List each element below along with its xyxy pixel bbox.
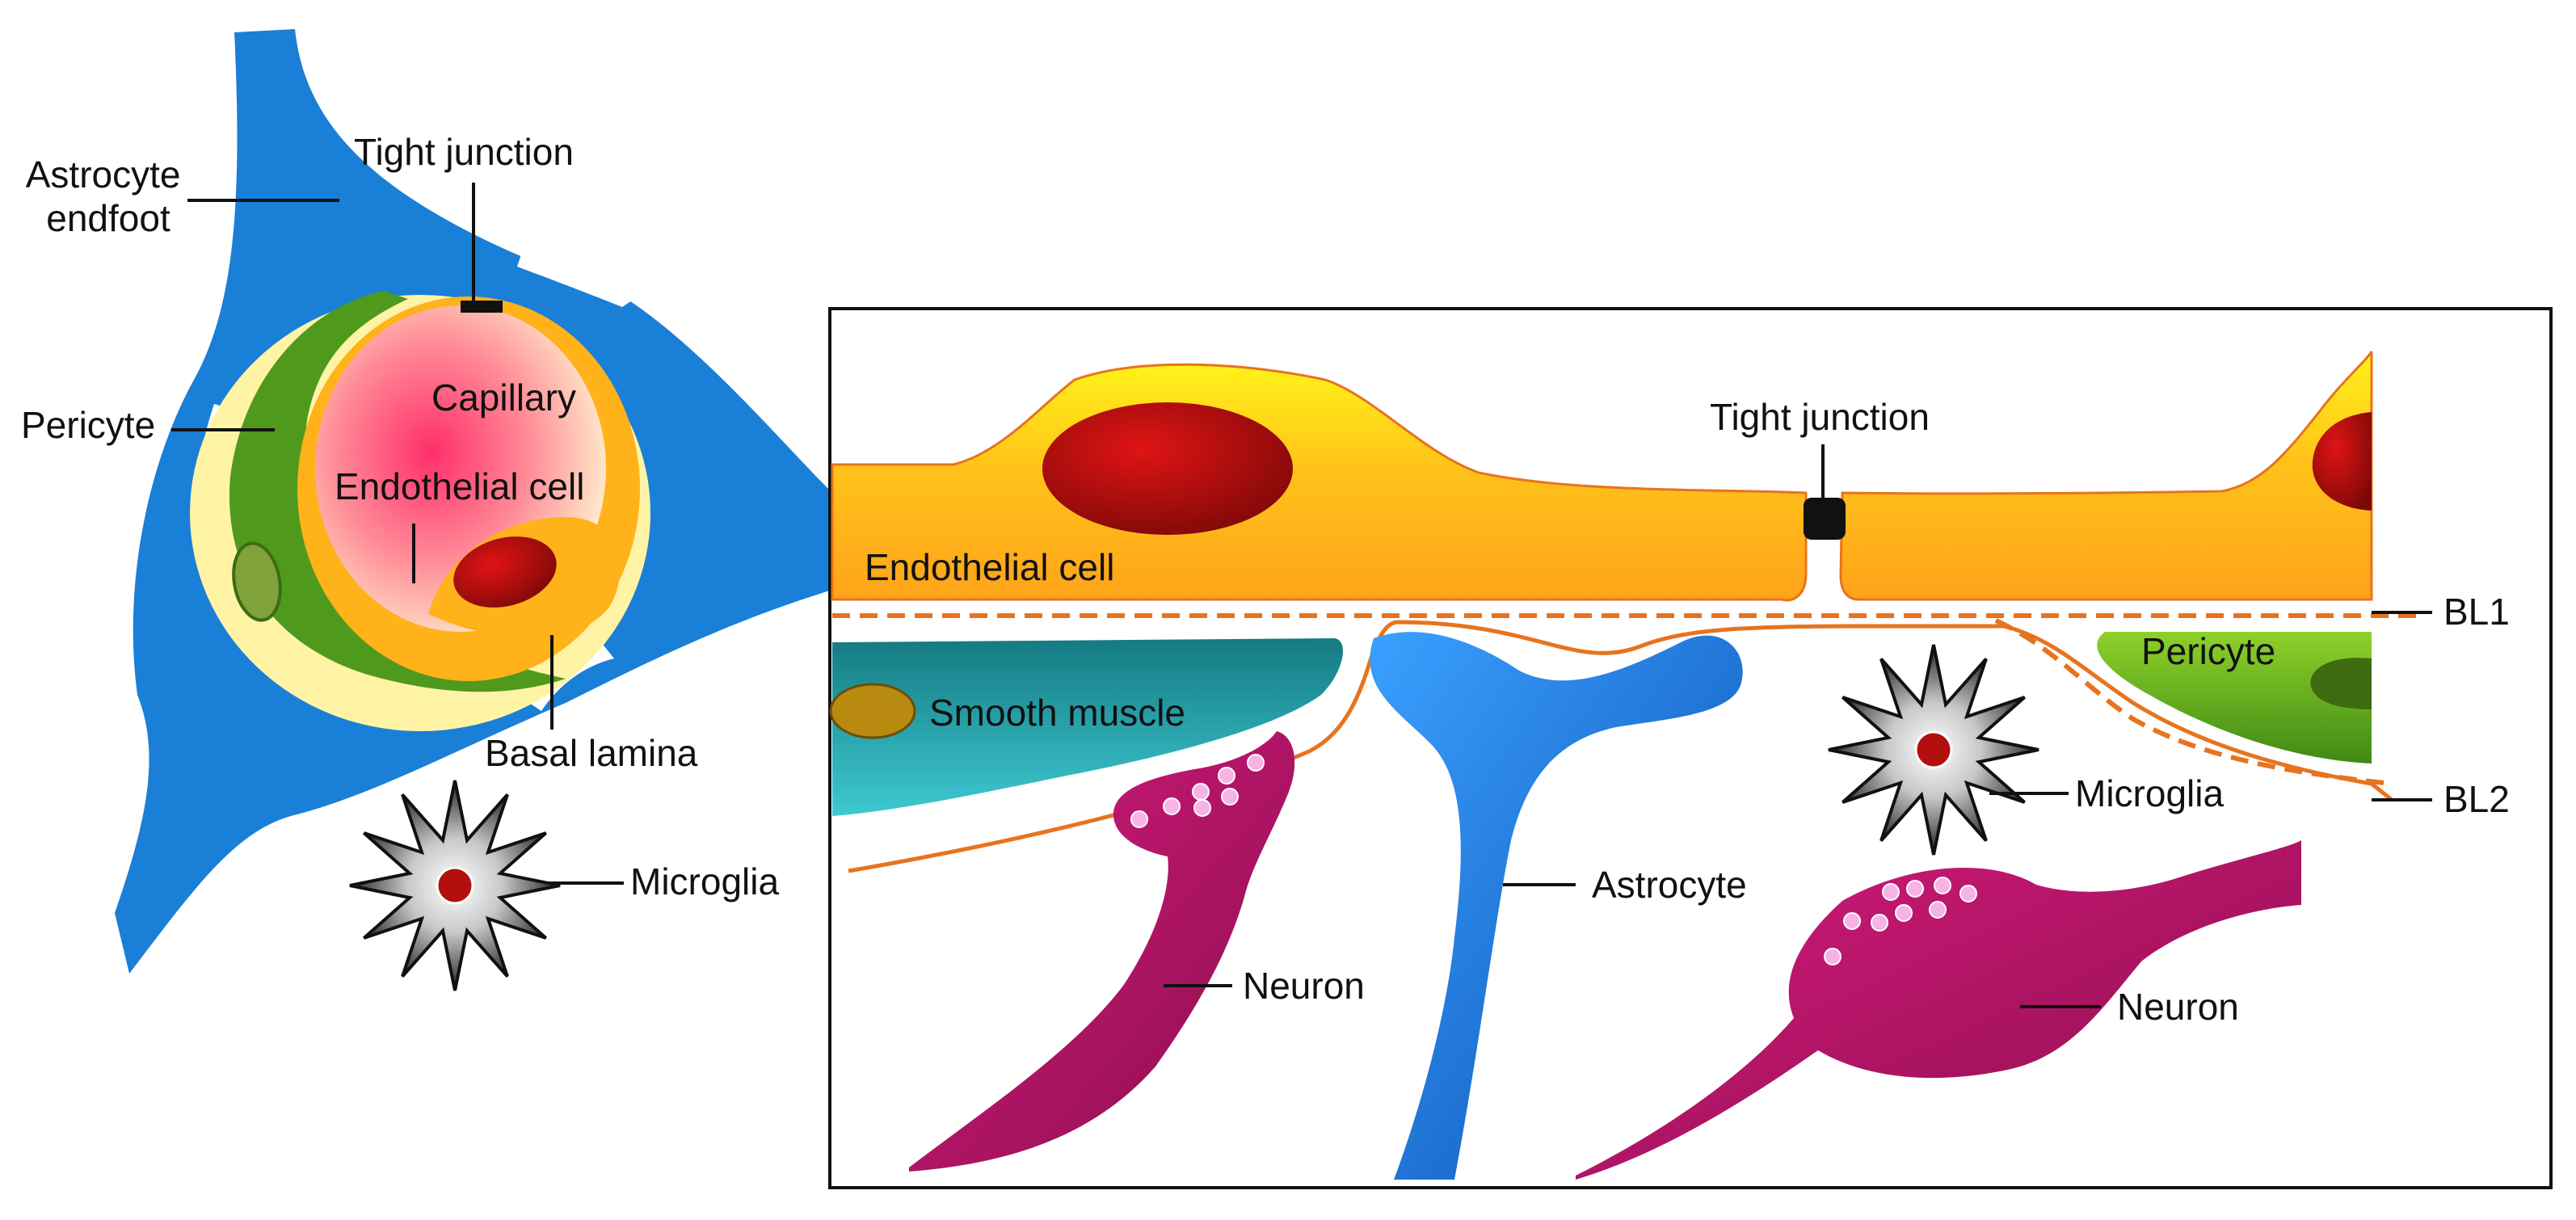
- vesicle: [1221, 788, 1239, 806]
- right-pericyte-label: Pericyte: [2141, 630, 2275, 672]
- astrocyte-endfoot-label-line1: Astrocyte: [26, 154, 181, 196]
- vesicle: [1824, 948, 1842, 965]
- basal-lamina-label: Basal lamina: [485, 732, 698, 774]
- bl2-label: BL2: [2443, 778, 2510, 820]
- vesicle: [1934, 877, 1951, 894]
- right-tight-junction-marker: [1804, 498, 1846, 540]
- vesicle: [1906, 880, 1924, 898]
- right-panel-leader-lines: [1164, 444, 2432, 1008]
- left-neuron-label: Neuron: [1243, 965, 1365, 1007]
- left-pericyte-label: Pericyte: [21, 404, 155, 446]
- vesicle: [1871, 914, 1888, 932]
- endothelial-cell-band-right: [1839, 351, 2373, 601]
- smooth-muscle-nucleus: [829, 683, 916, 739]
- vesicle: [1959, 885, 1977, 902]
- right-microglia-label: Microglia: [2075, 772, 2224, 814]
- tight-junction-marker: [461, 301, 503, 313]
- right-pericyte-shape: [2097, 632, 2372, 764]
- astrocyte-endfoot-label-line2: endfoot: [46, 197, 170, 239]
- right-endothelial-cell-label: Endothelial cell: [865, 546, 1114, 588]
- endothelial-nucleus-partial: [2312, 412, 2372, 511]
- left-microglia: [349, 780, 561, 991]
- bl1-label: BL1: [2443, 591, 2510, 633]
- pericyte-nucleus: [232, 541, 282, 622]
- astrocyte-label: Astrocyte: [1592, 864, 1747, 906]
- left-endothelial-cell-label: Endothelial cell: [335, 465, 584, 507]
- smooth-muscle-shape: [832, 638, 1343, 816]
- endothelial-cell-band: [831, 363, 1808, 602]
- pericyte-shape: [229, 291, 566, 692]
- vesicle: [1218, 767, 1235, 785]
- astrocyte-shape: [1370, 632, 1743, 1180]
- vesicle: [1895, 904, 1913, 922]
- right-pericyte-nucleus: [2310, 658, 2372, 709]
- left-microglia-nucleus: [436, 866, 474, 905]
- bl2-dashed-line: [1994, 618, 2393, 786]
- left-tight-junction-label: Tight junction: [354, 131, 574, 173]
- right-neuron-label: Neuron: [2117, 986, 2239, 1028]
- vesicle: [1130, 810, 1148, 828]
- right-microglia-nucleus: [1914, 730, 1953, 769]
- smooth-muscle-label: Smooth muscle: [929, 692, 1185, 734]
- vesicle: [1843, 912, 1861, 930]
- astrocyte-endfoot-label: Astrocyte endfoot: [26, 154, 192, 239]
- vesicle: [1163, 797, 1181, 815]
- left-panel-capillary-cross-section: [115, 29, 832, 974]
- vesicle: [1882, 883, 1900, 901]
- left-microglia-label: Microglia: [630, 860, 779, 902]
- vesicle: [1247, 754, 1265, 772]
- right-panel-detail-box: [828, 307, 2553, 1189]
- capillary-label: Capillary: [431, 377, 576, 419]
- endfoot-gap-upper: [517, 242, 646, 307]
- vesicle: [1929, 901, 1947, 919]
- left-neuron-shape: [909, 731, 1295, 1172]
- right-neuron-shape: [1576, 840, 2301, 1180]
- right-tight-junction-label: Tight junction: [1710, 396, 1930, 438]
- vesicle: [1192, 783, 1210, 801]
- vesicle: [1193, 799, 1211, 817]
- endothelial-nucleus-large: [1042, 402, 1293, 535]
- neuron-vesicles: [1130, 754, 1977, 965]
- endothelial-nucleus: [453, 536, 557, 608]
